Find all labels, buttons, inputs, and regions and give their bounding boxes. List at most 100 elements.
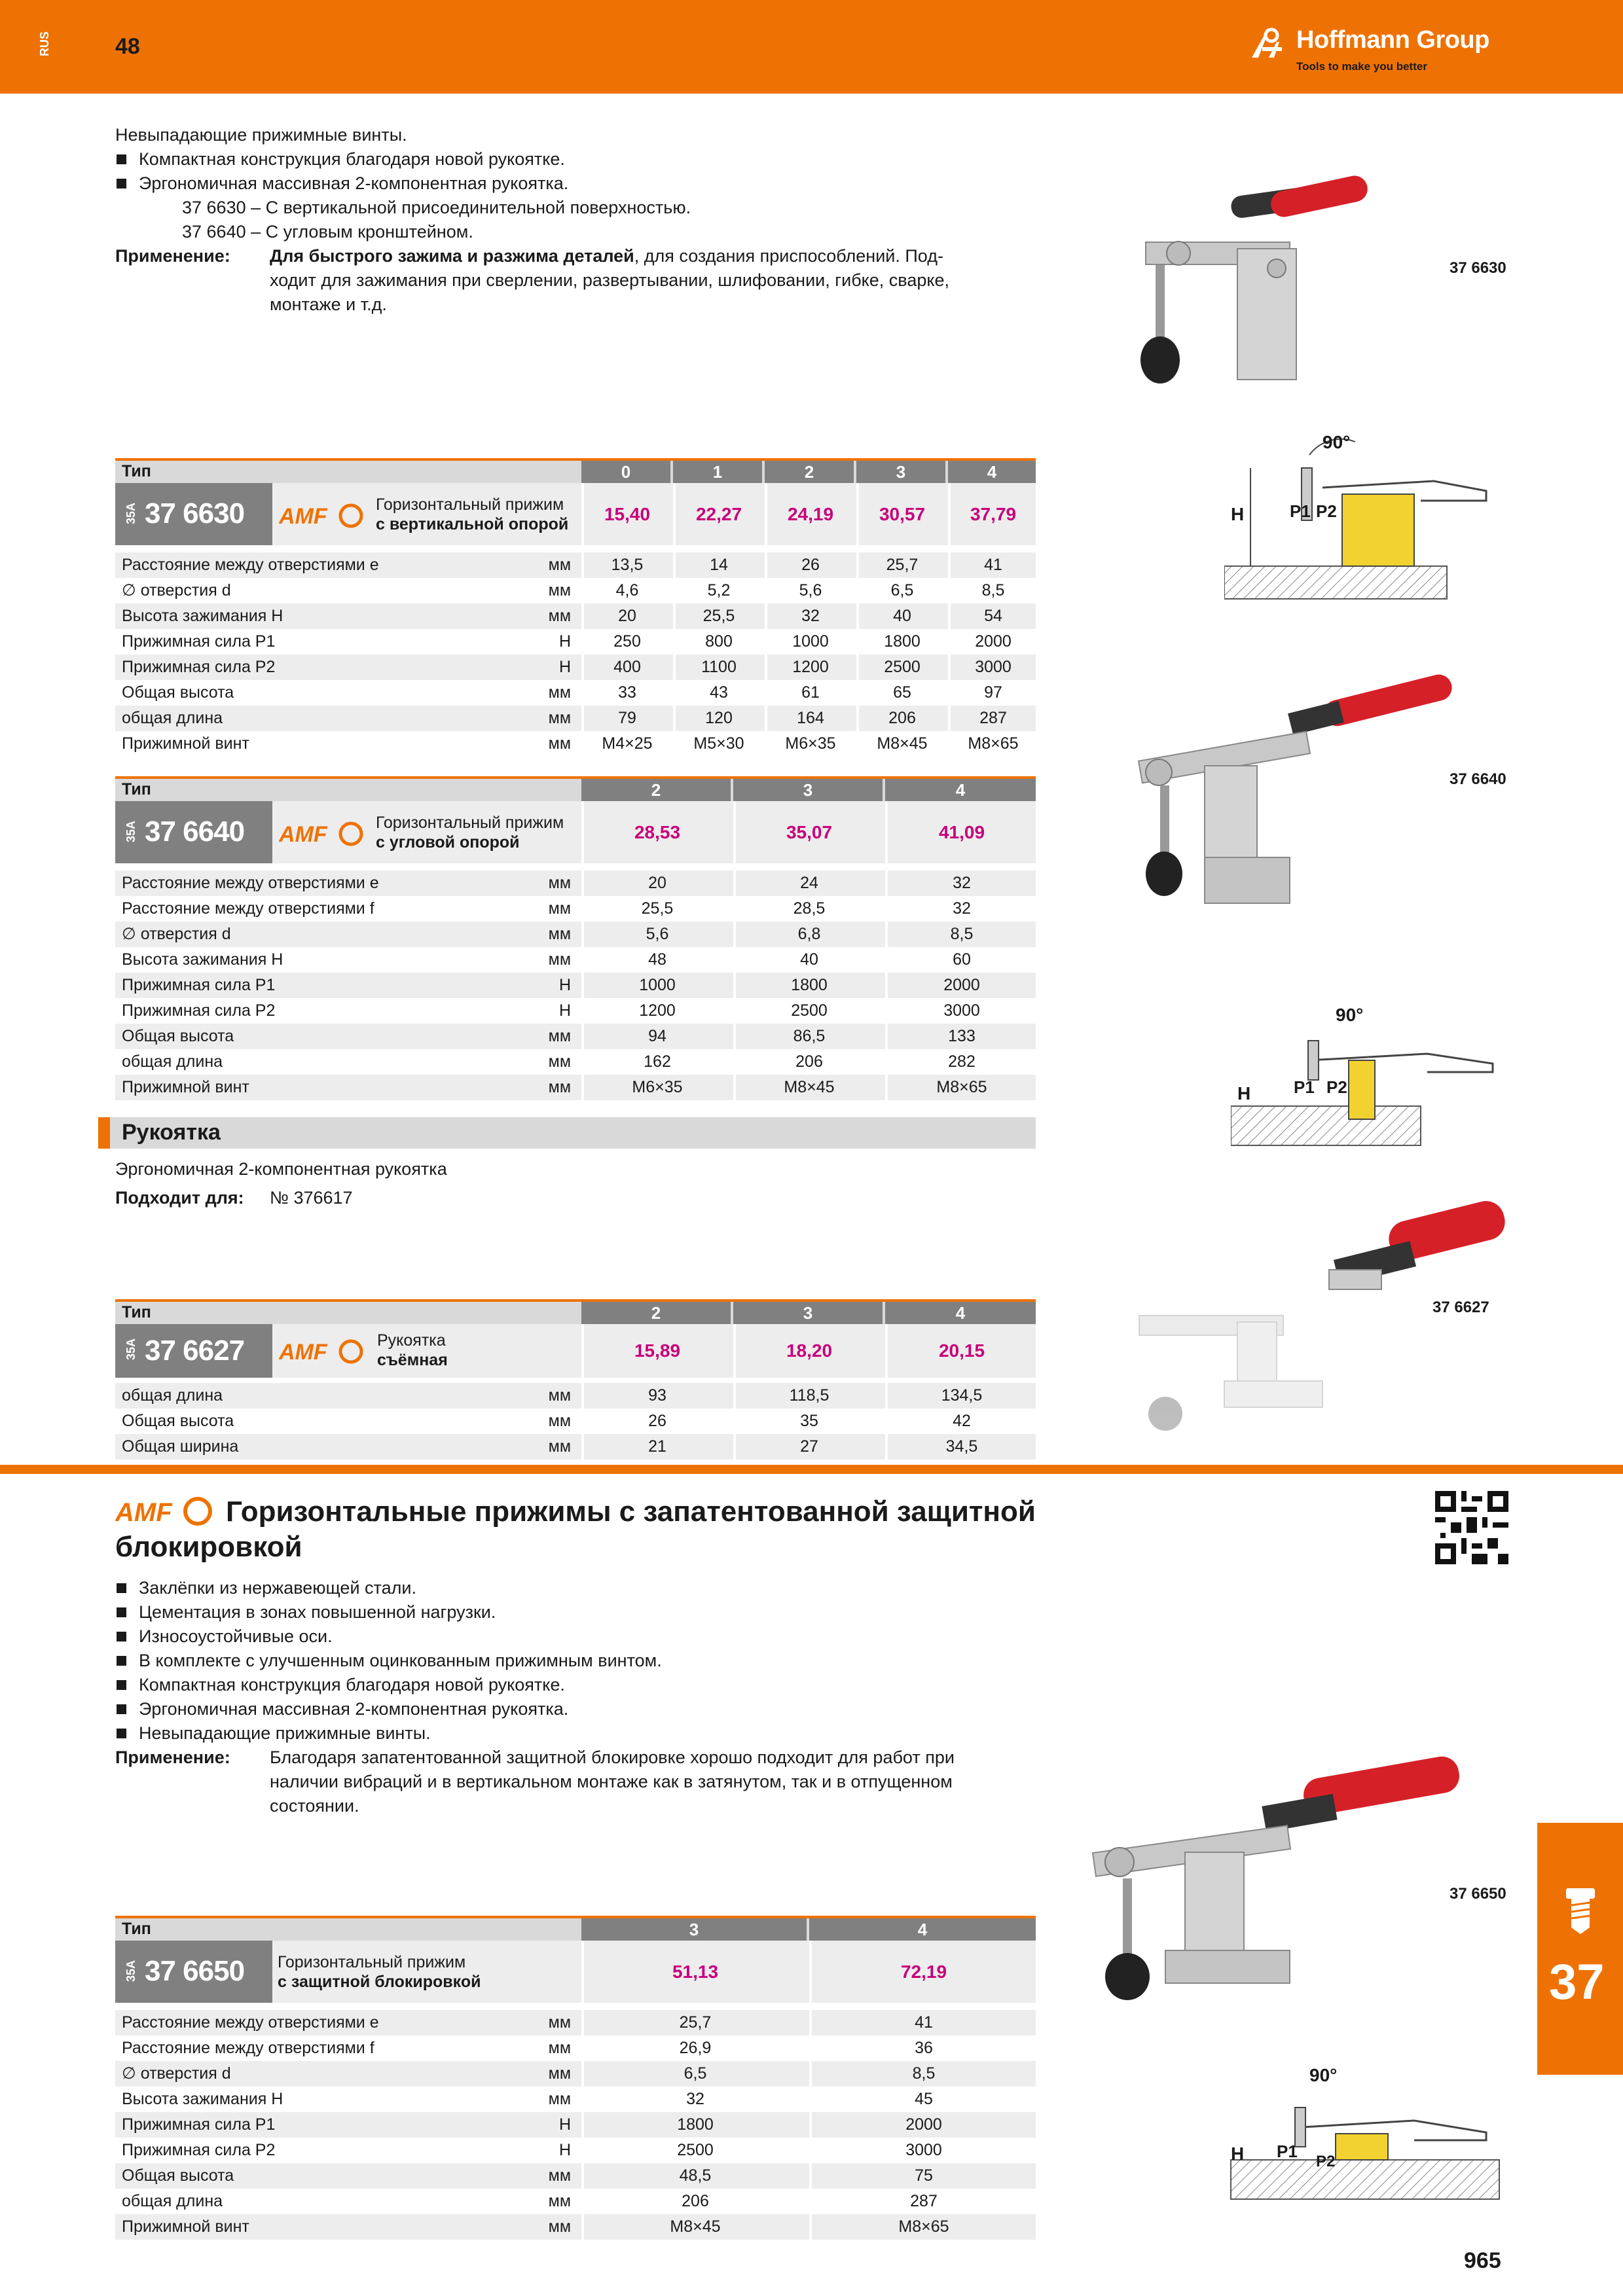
diagram-angle-label: 90° [1336, 1005, 1363, 1025]
spec-table-376627: Тип 2 3 4 35A 37 6627 AMF Рукоятка съёмн… [115, 1299, 1036, 1460]
table-cell: 28,5 [733, 896, 883, 922]
amf-logo-icon: AMF [279, 1339, 363, 1365]
application-label: Применение: [115, 1748, 230, 1767]
row-unit: мм [548, 2013, 571, 2032]
row-unit: мм [548, 1078, 571, 1096]
row-unit: мм [548, 2039, 571, 2057]
table-cell: 8,5 [948, 578, 1036, 603]
table-cell: 36 [809, 2036, 1036, 2061]
table-cell: 2500 [733, 998, 883, 1024]
table-cell: 206 [856, 706, 945, 731]
size-column: 4 [809, 1918, 1036, 1941]
section2-bullet: Невыпадающие прижимные винты. [115, 1721, 431, 1746]
row-unit: мм [548, 2166, 571, 2185]
row-label: Прижимной винт [122, 1078, 249, 1096]
row-unit: Н [558, 658, 571, 676]
size-column: 3 [856, 461, 945, 483]
price: 41,09 [885, 801, 1036, 863]
table-cell: 6,5 [581, 2061, 807, 2087]
section2-bullet: Компактная конструкция благодаря новой р… [115, 1673, 565, 1697]
row-unit: мм [548, 1027, 571, 1045]
table-cell: M4×25 [581, 731, 670, 757]
application-text: Благодаря запатентованной защитной блоки… [270, 1748, 955, 1767]
application-label: Применение: [115, 246, 230, 266]
table-cell: 32 [581, 2087, 807, 2112]
price: 18,20 [733, 1324, 883, 1378]
row-unit: мм [548, 734, 571, 753]
product-row[interactable]: 35A 37 6627 AMF Рукоятка съёмная 15,89 1… [115, 1324, 1036, 1378]
table-cell: M6×35 [581, 1075, 731, 1100]
table-cell: 2000 [948, 629, 1036, 655]
diagram-h-label: H [1231, 2144, 1244, 2164]
table-cell: 133 [885, 1024, 1036, 1049]
table-cell: 79 [581, 706, 670, 731]
table-cell: 40 [733, 947, 883, 973]
product-number: 37 6650 [145, 1955, 245, 1987]
table-cell: 1800 [733, 973, 883, 998]
row-unit: мм [548, 2090, 571, 2108]
product-number: 37 6627 [145, 1335, 245, 1367]
product-row[interactable]: 35A 37 6640 AMF Горизонтальный прижим с … [115, 801, 1036, 863]
variant-line: 37 6640 – С угловым кронштейном. [182, 222, 473, 242]
language-code: RUS [38, 31, 51, 57]
diagram-p2-label: P2 [1316, 2153, 1335, 2170]
row-unit: мм [548, 581, 571, 600]
row-unit: Н [558, 2115, 571, 2134]
section2-bullet: В комплекте с улучшенным оцинкованным пр… [115, 1649, 662, 1673]
size-column: 2 [765, 461, 854, 483]
brand-tagline: Tools to make you better [1296, 60, 1427, 73]
price: 15,40 [581, 483, 670, 545]
table-cell: 1100 [673, 655, 762, 680]
diagram-p1-label: P1 [1294, 1077, 1315, 1097]
table-cell: 33 [581, 680, 670, 706]
application-rest: , для создания приспособлений. Под- [634, 246, 943, 266]
chapter-number: 37 [1549, 1954, 1605, 2010]
chapter-tab[interactable] [1537, 1823, 1623, 2075]
table-cell: 162 [581, 1049, 731, 1075]
hoffmann-logo[interactable]: Hoffmann Group Tools to make you better [1244, 25, 1512, 77]
application-text: ходит для зажимания при сверлении, разве… [270, 270, 949, 290]
amf-logo-text: AMF [279, 504, 328, 529]
table-cell: M6×35 [765, 731, 854, 757]
product-image-label: 37 6640 [1450, 770, 1506, 788]
row-unit: мм [548, 709, 571, 727]
clamp-diagram-376630: 90° H P1 P2 [1224, 432, 1487, 600]
diagram-p1-label: P1 [1277, 2142, 1298, 2161]
product-desc-line2: с вертикальной опорой [376, 515, 569, 533]
product-row[interactable]: 35A 37 6650 Горизонтальный прижим с защи… [115, 1941, 1036, 2003]
fits-value[interactable]: № 376617 [270, 1188, 353, 1208]
product-desc-line1: Горизонтальный прижим [376, 814, 564, 832]
row-label: Прижимной винт [122, 2217, 249, 2236]
product-description: Горизонтальный прижим с угловой опорой [376, 813, 564, 852]
row-label: Прижимная сила P1 [122, 2115, 276, 2134]
row-unit: мм [548, 874, 571, 892]
qr-code[interactable] [1435, 1491, 1508, 1564]
row-unit: Н [558, 2141, 571, 2159]
row-label: Прижимная сила P2 [122, 2141, 276, 2159]
product-image-376630 [1140, 175, 1368, 384]
diagram-p1-label: P1 [1290, 501, 1311, 521]
price: 37,79 [948, 483, 1036, 545]
amf-logo-text: AMF [279, 1340, 328, 1365]
brand-name: Hoffmann Group [1296, 26, 1489, 54]
application-bold: Для быстрого зажима и разжима деталей [270, 246, 634, 266]
row-label: общая длина [122, 2192, 223, 2210]
diagram-p2-label: P2 [1316, 501, 1337, 521]
screw-icon [1566, 1888, 1595, 1934]
table-cell: 8,5 [885, 922, 1036, 947]
product-row[interactable]: 35A 37 6630 AMF Горизонтальный прижим с … [115, 483, 1036, 545]
table-cell: 25,7 [856, 552, 945, 578]
clamp-diagram-376650: 90° H P1 P2 [1230, 2065, 1500, 2200]
row-label: Общая высота [122, 1412, 234, 1430]
table-cell: 25,5 [581, 896, 731, 922]
amf-logo-icon: AMF [279, 821, 363, 847]
table-cell: 97 [948, 680, 1036, 706]
table-cell: 287 [948, 706, 1036, 731]
row-unit: мм [548, 950, 571, 969]
product-desc-line1: Рукоятка [377, 1331, 446, 1350]
